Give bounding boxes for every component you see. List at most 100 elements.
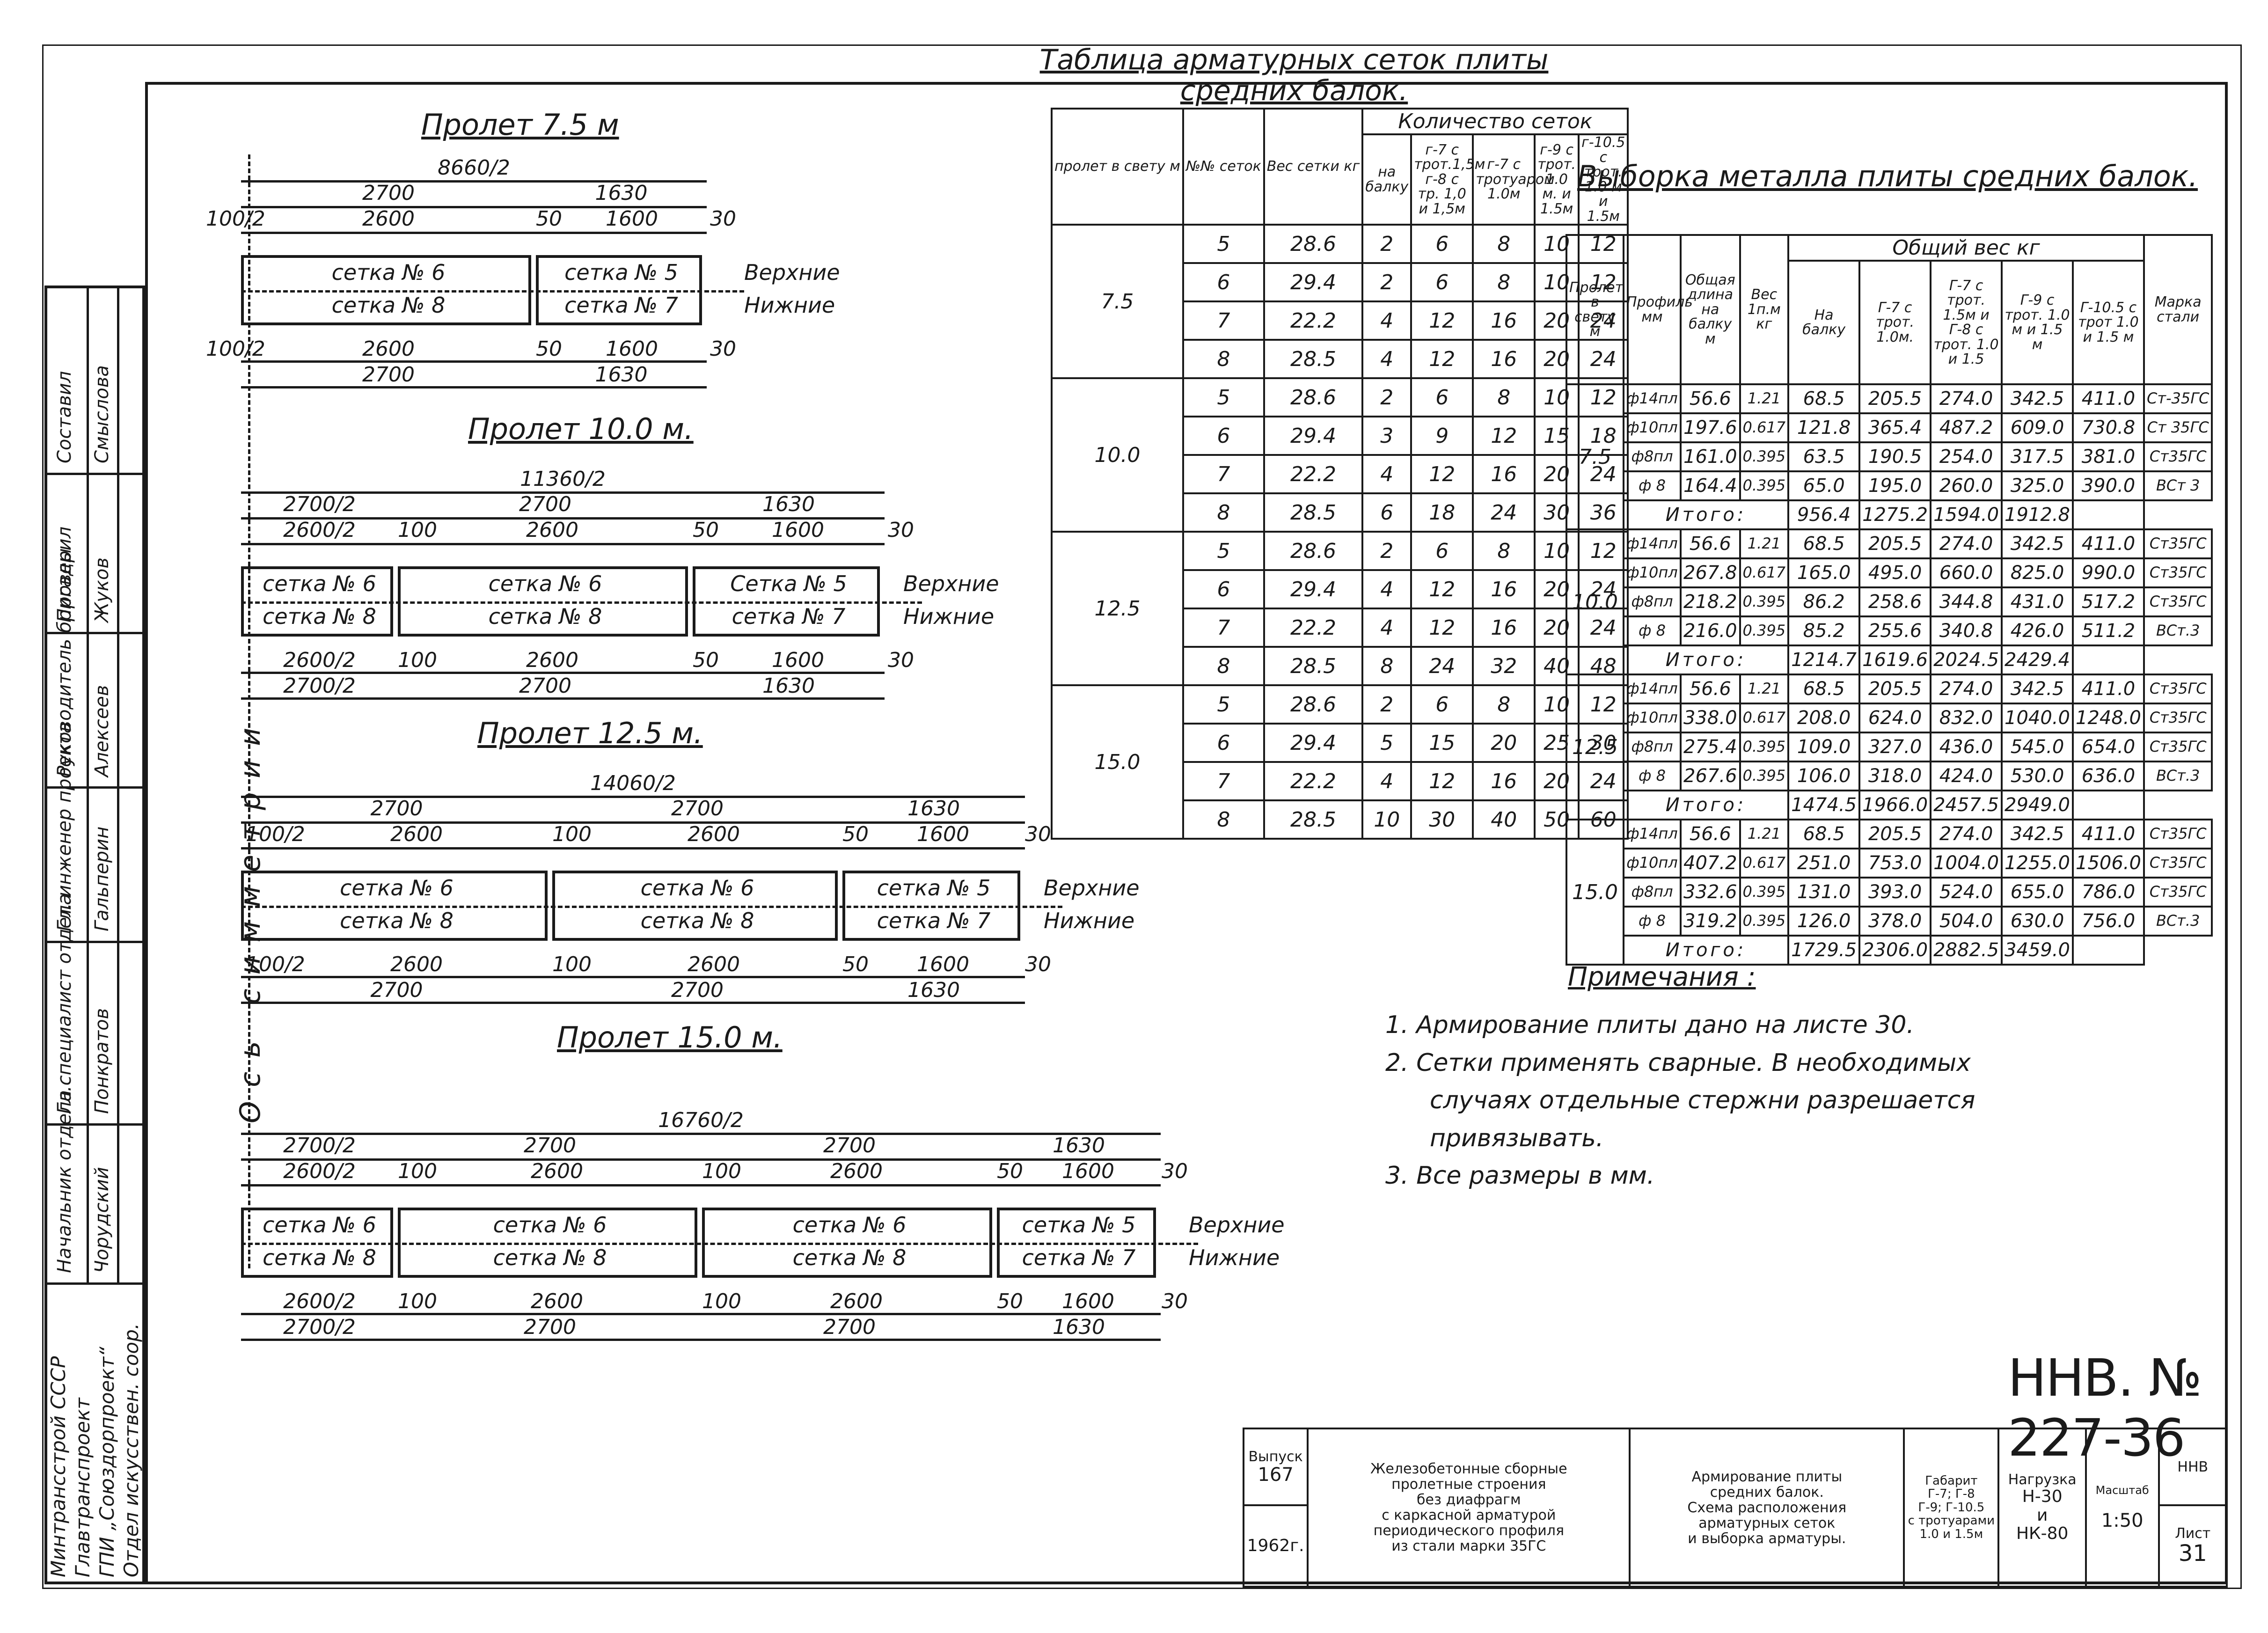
mesh-cell: 28.6 (1263, 531, 1364, 571)
metal-cell: 756.0 (2072, 906, 2145, 937)
note-line: привязывать. (1430, 1124, 1604, 1152)
mesh-cell: 5 (1361, 723, 1412, 763)
metal-cell: 68.5 (1787, 383, 1861, 414)
metal-cell: 332.6 (1680, 877, 1741, 908)
mesh-cell: 28.5 (1263, 492, 1364, 533)
dimension-text: 30 (710, 207, 736, 231)
upper-mesh-label: сетка № 6 (493, 1212, 607, 1238)
metal-cell: 0.395 (1739, 586, 1790, 617)
mesh-cell: 22.2 (1263, 761, 1364, 801)
metal-cell: ф8пл (1623, 441, 1682, 472)
metal-cell: 1.21 (1739, 674, 1790, 704)
side-strip-divider (44, 786, 145, 789)
total-dimension: 14060/2 (590, 771, 676, 795)
mesh-cell: 8 (1472, 224, 1536, 264)
mesh-header-cell: г-7 с тротуаром 1.0м (1472, 133, 1555, 226)
metal-cell: 0.617 (1739, 557, 1790, 588)
mesh-cell: 30 (1410, 799, 1474, 840)
metal-cell: 378.0 (1858, 906, 1932, 937)
upper-mesh-label: сетка № 5 (564, 260, 678, 285)
dimension-text: 2700/2 (283, 1134, 356, 1157)
metal-cell: 0.395 (1739, 470, 1790, 501)
side-strip-divider (44, 286, 145, 288)
metal-header-cell: Общая длина на балку м (1680, 234, 1741, 385)
metal-cell: 411.0 (2072, 528, 2145, 559)
dimension-line (241, 232, 707, 234)
metal-cell: 495.0 (1858, 557, 1932, 588)
mesh-cell: 28.6 (1263, 684, 1364, 725)
mesh-cell: 12 (1410, 454, 1474, 494)
dimension-line (241, 1002, 1025, 1004)
metal-cell: 318.0 (1858, 761, 1932, 791)
dimension-text: 50 (693, 648, 719, 672)
upper-label: Верхние (1044, 875, 1140, 901)
mesh-cell: 12 (1472, 416, 1536, 456)
mesh-cell: 10 (1361, 799, 1412, 840)
metal-cell: 56.6 (1680, 674, 1741, 704)
metal-total-cell: 2024.5 (1930, 644, 2003, 675)
dimension-text: 1600 (772, 648, 824, 672)
metal-total-cell: 2949.0 (2001, 790, 2074, 820)
metal-header-cell: Г-9 с трот. 1.0 м и 1.5 м (2001, 260, 2074, 385)
dimension-line (241, 491, 885, 494)
upper-label: Верхние (744, 260, 840, 285)
metal-cell: ф 8 (1623, 906, 1682, 937)
total-dimension: 8660/2 (438, 156, 510, 180)
upper-mesh-label: сетка № 6 (331, 260, 446, 285)
dimension-text: 50 (997, 1289, 1023, 1313)
metal-cell: 390.0 (2072, 470, 2145, 501)
metal-header-cell: Г-7 с трот. 1.0м. (1858, 260, 1932, 385)
metal-total-cell: 1619.6 (1858, 644, 1932, 675)
dimension-text: 1600 (1062, 1159, 1114, 1183)
dimension-text: 30 (1162, 1159, 1188, 1183)
mesh-cell: 6 (1182, 723, 1265, 763)
mesh-cell: 29.4 (1263, 723, 1364, 763)
upper-mesh-label: сетка № 5 (1022, 1212, 1136, 1238)
metal-cell: 68.5 (1787, 819, 1861, 849)
dimension-line (241, 672, 885, 674)
mesh-cell: 16 (1472, 300, 1536, 341)
mesh-header-cell: г-10.5 с трот. 1.0 м и 1.5м (1578, 133, 1629, 226)
dimension-text: 2600 (390, 822, 443, 846)
metal-total-cell: 1966.0 (1858, 790, 1932, 820)
dimension-line (241, 206, 707, 208)
mesh-cell: 8 (1472, 531, 1536, 571)
lower-mesh-label: сетка № 8 (263, 1245, 376, 1270)
metal-cell: ф8пл (1623, 877, 1682, 908)
dimension-text: 2600/2 (283, 648, 356, 672)
lower-mesh-label: сетка № 7 (1022, 1245, 1136, 1270)
metal-cell: 530.0 (2001, 761, 2074, 791)
mesh-centerline (241, 290, 744, 293)
metal-total-label: Итого: (1622, 499, 1790, 530)
metal-cell: 411.0 (2072, 819, 2145, 849)
side-strip-divider (44, 1282, 145, 1285)
mesh-cell: 6 (1410, 224, 1474, 264)
metal-cell: 251.0 (1787, 848, 1861, 879)
dimension-text: 1600 (772, 518, 824, 542)
description-line: с каркасной арматурой (1382, 1507, 1556, 1523)
metal-cell: 660.0 (1930, 557, 2003, 588)
side-org-line: Отдел искусствен. соор. (120, 1323, 143, 1577)
gabarit-line: Г-7; Г-8 (1928, 1487, 1975, 1501)
description-line: Железобетонные сборные (1370, 1461, 1567, 1477)
metal-cell: 274.0 (1930, 674, 2003, 704)
metal-cell: 106.0 (1787, 761, 1861, 791)
description-line: пролетные строения (1391, 1476, 1546, 1493)
dimension-text: 1630 (907, 797, 960, 820)
mesh-span-cell: 10.0 (1051, 377, 1184, 533)
side-name: Алексеев (91, 685, 113, 777)
lower-mesh-label: сетка № 7 (564, 293, 678, 318)
metal-total-empty (2072, 790, 2145, 820)
dimension-line (241, 1313, 1161, 1315)
lower-label: Нижние (744, 293, 835, 318)
